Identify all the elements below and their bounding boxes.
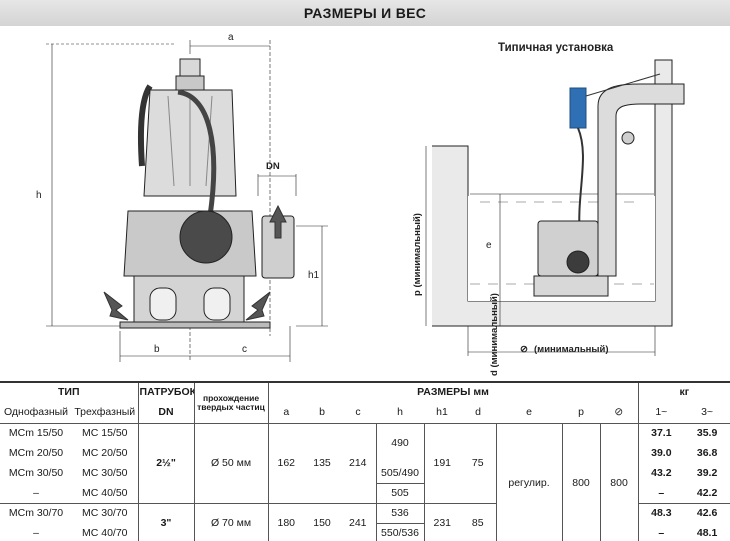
th-dims: РАЗМЕРЫ мм [267,381,639,401]
cell-kg3: 35.9 [684,422,730,443]
cell-kg3: 36.8 [696,447,718,459]
cell-h: 550/536 [375,522,425,541]
th-e: e [526,405,532,418]
th-d: d [475,405,481,418]
cell-three: MC 15/50 [72,422,139,443]
cell-kg1: 37.1 [637,422,685,443]
th-solids: прохождение твердых частиц [193,381,269,423]
dim-label-a: a [228,32,234,43]
cell-kg1: – [637,523,685,541]
cell-p: 800 [561,422,601,541]
dim-label-e: e [486,240,492,251]
th-type: ТИП [0,381,139,401]
cell-sq: 800 [599,422,639,541]
cell-h: 536 [375,502,425,523]
cell-b-50: 135 [304,422,341,503]
cell-single: MCm 30/70 [0,502,72,523]
cell-d-70: 85 [460,502,497,541]
cell-single: MCm 15/50 [0,422,72,443]
cell-kg1: 43.2 [637,463,685,483]
header-row-2: Однофазный Трехфазный DN a b c h h1 d e … [0,401,730,423]
cell-kg1: – [637,483,685,503]
cell-h: 505 [375,482,425,503]
th-kg1: 1~ [637,401,685,423]
cell-single: – [33,486,39,499]
dim-label-dn: DN [266,161,280,172]
cell-kg3: 39.2 [696,467,718,479]
spec-table: ТИП ПАТРУБОК прохождение твердых частиц … [0,381,730,541]
th-a: a [267,401,305,423]
dim-label-square-symbol: ⊘ [520,344,528,355]
cell-dn-70: 3" [137,502,195,541]
th-outlet: ПАТРУБОК [137,381,195,401]
cell-solids-70: Ø 70 мм [193,502,269,541]
table-row: – MC 40/70 550/536 – 48.1 [0,522,730,541]
cell-dn-50: 2½" [137,422,195,503]
cell-e: регулир. [495,422,563,541]
cell-b-70: 150 [304,502,341,541]
th-solids-line1: прохождение [202,392,260,403]
cell-a-70: 180 [267,502,305,541]
cell-three: MC 30/50 [81,467,128,479]
cell-solids-50: Ø 50 мм [193,422,269,503]
th-single-phase: Однофазный [3,405,69,418]
cell-single: MCm 30/50 [8,467,64,479]
cell-three: MC 40/50 [81,486,128,499]
th-sq: ⊘ [614,405,624,418]
th-kg: кг [637,381,730,401]
install-title: Типичная установка [498,42,614,54]
cell-c-50: 214 [340,422,377,503]
dim-label-h: h [36,190,42,201]
cell-three: MC 20/50 [81,447,128,459]
cell-three: MC 40/70 [72,523,139,541]
th-p: p [578,405,584,418]
technical-drawing: a h h1 b c DN Типичная установка p (мини… [0,26,730,380]
dim-label-d: d (минимальный) [489,293,500,376]
dim-label-h1: h1 [308,270,320,281]
dim-label-c: c [242,344,247,355]
table-row: – MC 40/50 505 – 42.2 [0,482,730,503]
page-title: РАЗМЕРЫ И ВЕС [303,5,427,21]
drawing-svg: a h h1 b c DN Типичная установка p (мини… [36,32,685,376]
th-h1: h1 [436,405,448,418]
cell-kg1: 39.0 [637,443,685,463]
pump-drawing [46,40,328,362]
table-row: MCm 15/50 MC 15/50 2½" Ø 50 мм 162 135 2… [0,422,730,541]
header-row-1: ТИП ПАТРУБОК прохождение твердых частиц … [0,381,730,423]
th-h: h [397,405,403,418]
cell-kg1: 48.3 [637,502,685,523]
th-kg3: 3~ [701,405,714,418]
cell-kg3: 42.2 [696,486,718,499]
table-row: MCm 30/50 MC 30/50 505/490 43.2 39.2 [0,463,730,483]
dim-label-b: b [154,344,160,355]
cell-single: – [0,523,72,541]
th-three-phase: Трехфазный [74,405,136,418]
th-b: b [319,405,325,418]
table-row: MCm 30/70 MC 30/70 3" Ø 70 мм 180 150 24… [0,502,730,541]
cell-d-50: 75 [460,422,497,503]
dim-label-square: (минимальный) [534,344,609,355]
cell-h: 505/490 [375,463,425,483]
th-solids-line2: твердых частиц [197,401,265,412]
cell-h1-70: 231 [423,502,461,541]
th-dn: DN [137,401,195,423]
th-c: c [355,405,361,418]
cell-three: MC 30/70 [72,502,139,523]
header-bar: РАЗМЕРЫ И ВЕС [0,0,730,26]
cell-c-70: 241 [340,502,377,541]
cell-kg3: 48.1 [684,523,730,541]
installation-drawing [425,59,685,356]
dim-label-p: p (минимальный) [412,213,423,296]
cell-kg3: 42.6 [684,502,730,523]
cell-a-50: 162 [267,422,305,503]
table-row: MCm 20/50 MC 20/50 39.0 36.8 [0,443,730,463]
cell-h: 490 [375,422,425,463]
cell-single: MCm 20/50 [8,447,64,459]
cell-h1-50: 191 [423,422,461,503]
